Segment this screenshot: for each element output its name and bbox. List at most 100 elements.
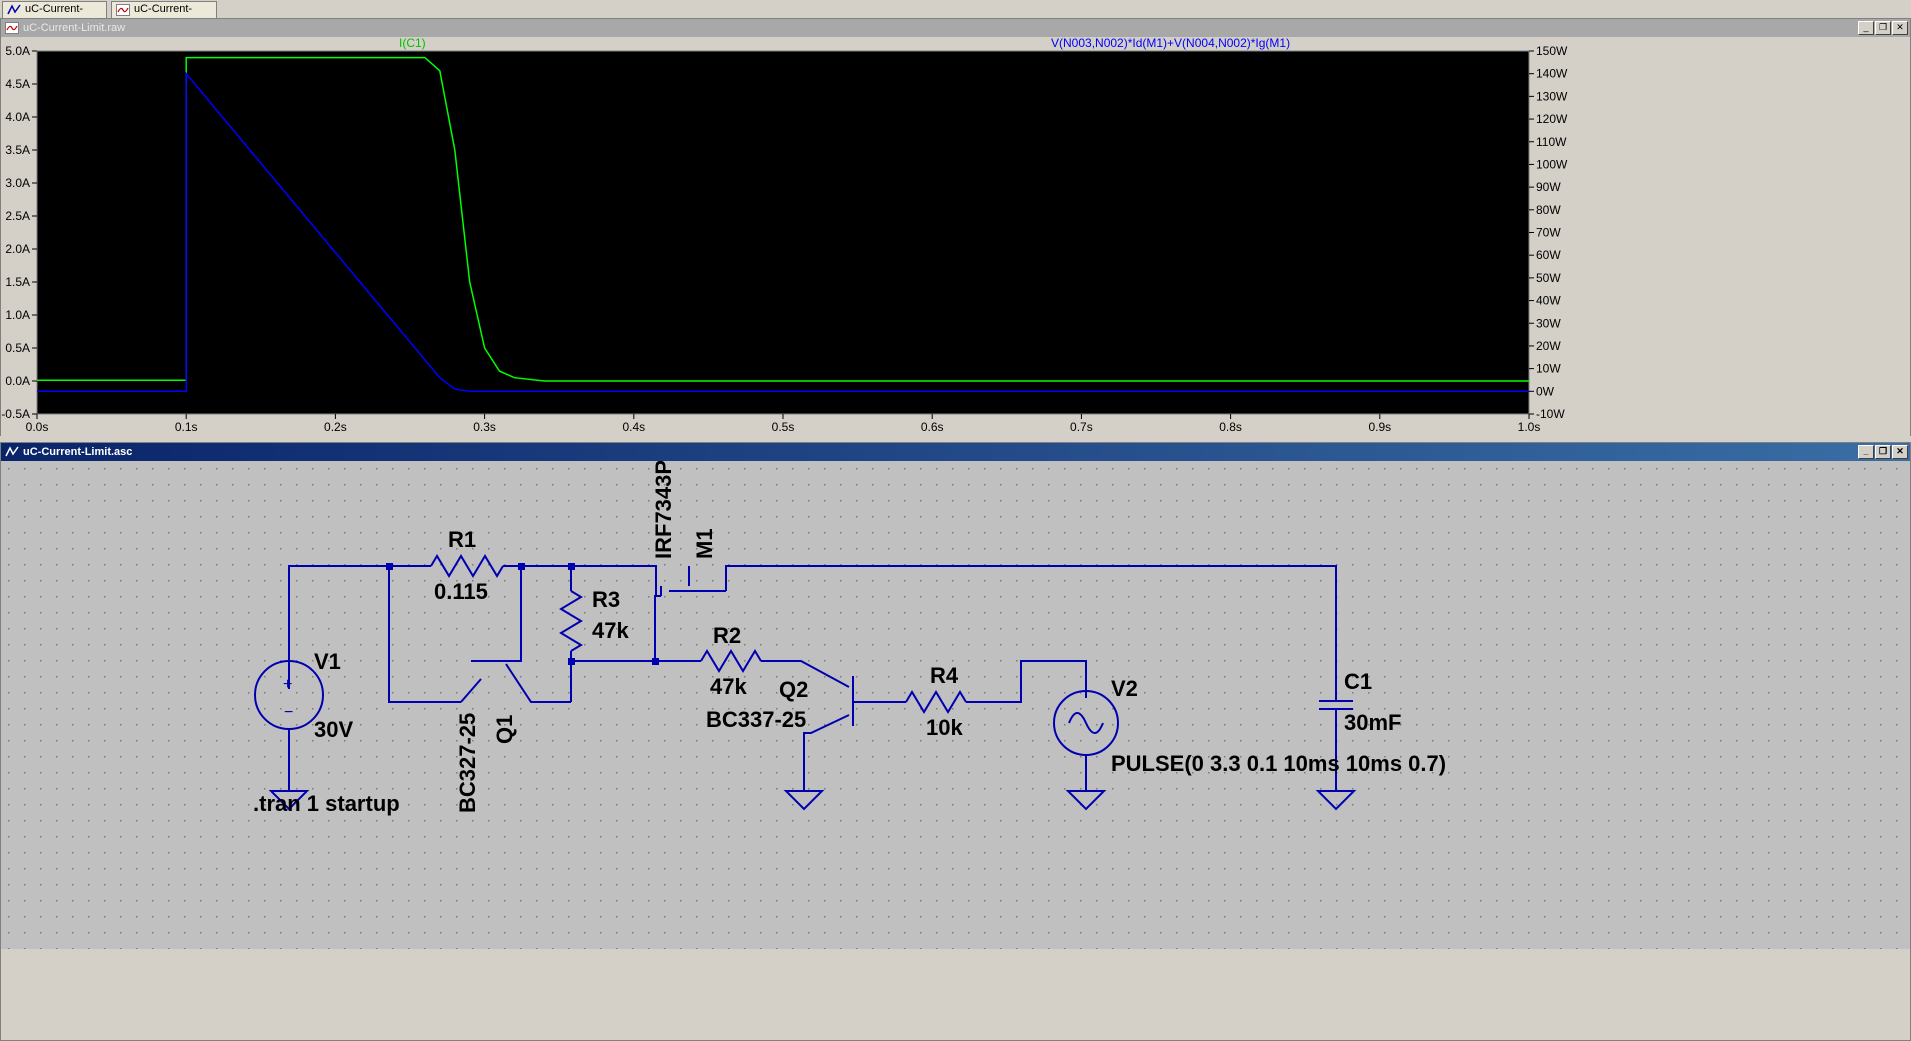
junction [518,563,525,570]
m1-name[interactable]: M1 [692,528,717,559]
y-left-tick-label: 5.0A [5,44,30,58]
m1-drain [725,565,1337,701]
minimize-button[interactable]: _ [1858,21,1874,35]
m1-model[interactable]: IRF7343P [651,461,676,559]
y-right-tick-label: 0W [1536,384,1555,398]
r1-resistor [430,554,504,578]
c1-value[interactable]: 30mF [1344,710,1401,735]
tab-schematic[interactable]: uC-Current-Limit.asc [2,1,107,30]
y-left-tick-label: 1.0A [5,308,30,322]
y-right-tick-label: 130W [1536,89,1568,103]
y-right-tick-label: 150W [1536,44,1568,58]
series-line-power[interactable] [37,71,1529,393]
c1-name[interactable]: C1 [1344,669,1372,694]
y-left-tick-label: 2.5A [5,209,30,223]
q2-model[interactable]: BC337-25 [706,707,806,732]
close-button[interactable]: ✕ [1892,445,1908,459]
waveform-icon [116,4,130,16]
q1-collector [505,663,571,703]
window-title: uC-Current-Limit.asc [23,446,133,458]
tab-waveform[interactable]: uC-Current-Limit.raw [111,1,217,30]
junction [386,563,393,570]
y-left-tick-label: 3.0A [5,176,30,190]
waveform-window-titlebar[interactable]: uC-Current-Limit.raw _ ❐ ✕ [1,19,1910,37]
r2-value[interactable]: 47k [710,674,747,699]
q1-name[interactable]: Q1 [492,715,517,744]
y-left-tick-label: 4.5A [5,77,30,91]
x-tick-label: 0.4s [622,420,645,434]
restore-button[interactable]: ❐ [1875,21,1891,35]
trace-label-power[interactable]: V(N003,N002)*Id(M1)+V(N004,N002)*Ig(M1) [1051,37,1290,50]
r3-resistor [559,590,583,652]
v1-value[interactable]: 30V [314,717,353,742]
y-right-tick-label: 40W [1536,294,1561,308]
schematic-window-titlebar[interactable]: uC-Current-Limit.asc _ ❐ ✕ [1,443,1910,461]
r3-value[interactable]: 47k [592,618,629,643]
junction-dots [386,563,659,665]
r1-value[interactable]: 0.115 [434,579,488,604]
wire [288,565,389,689]
q2-name[interactable]: Q2 [779,677,808,702]
x-tick-label: 0.9s [1368,420,1391,434]
y-right-tick-label: 30W [1536,316,1561,330]
v1-minus-mark: − [284,704,293,721]
close-button[interactable]: ✕ [1892,21,1908,35]
y-left-tick-label: 3.5A [5,143,30,157]
ground-symbol [1315,790,1357,811]
schematic-icon [5,446,19,457]
r1-name[interactable]: R1 [448,527,476,552]
y-right-tick-label: 70W [1536,226,1561,240]
q2-emitter [803,714,850,791]
restore-button[interactable]: ❐ [1875,445,1891,459]
r3-name[interactable]: R3 [592,587,620,612]
y-right-tick-label: 50W [1536,271,1561,285]
schematic-grid [1,461,1910,949]
wire [966,660,1087,703]
v1-plus-mark: + [283,676,292,693]
ground-symbol [268,790,310,811]
r2-resistor [700,649,762,673]
spice-directive[interactable]: .tran 1 startup [253,791,400,816]
window-title: uC-Current-Limit.raw [23,22,126,34]
x-tick-label: 0.5s [772,420,795,434]
y-right-tick-label: 90W [1536,180,1561,194]
r2-name[interactable]: R2 [713,623,741,648]
schematic-window: uC-Current-Limit.asc _ ❐ ✕ [0,442,1911,1041]
y-left-tick-label: 0.0A [5,374,30,388]
y-right-tick-label: 80W [1536,203,1561,217]
junction [652,658,659,665]
x-tick-label: 0.8s [1219,420,1242,434]
r4-value[interactable]: 10k [926,715,963,740]
r4-name[interactable]: R4 [930,663,959,688]
x-tick-label: 1.0s [1518,420,1541,434]
plot-background [36,50,1530,415]
v2-sine [1068,712,1104,734]
v2-name[interactable]: V2 [1111,676,1138,701]
document-tab-strip: uC-Current-Limit.asc uC-Current-Limit.ra… [0,0,1911,30]
v1-name[interactable]: V1 [314,649,341,674]
wire [761,660,850,688]
minimize-button[interactable]: _ [1858,445,1874,459]
trace-label-current[interactable]: I(C1) [399,37,426,50]
x-tick-label: 0.3s [473,420,496,434]
schematic-canvas[interactable]: + − R1 0.115 R3 47k R2 47k R4 10k Q2 BC3… [1,461,1910,949]
schematic-icon [7,4,21,15]
y-right-tick-label: 120W [1536,112,1568,126]
junction [568,658,575,665]
x-tick-label: 0.1s [175,420,198,434]
wire [571,565,657,596]
q1-emitter [460,678,482,703]
y-left-tick-label: 2.0A [5,242,30,256]
x-tick-label: 0.6s [921,420,944,434]
wire [388,566,461,703]
ground-symbol [1065,790,1107,811]
y-left-tick-label: 4.0A [5,110,30,124]
q1-model[interactable]: BC327-25 [455,713,480,813]
y-right-tick-label: 20W [1536,339,1561,353]
y-right-tick-label: 60W [1536,248,1561,262]
r4-resistor [905,690,967,714]
v2-value[interactable]: PULSE(0 3.3 0.1 10ms 10ms 0.7) [1111,751,1446,776]
waveform-icon [5,22,19,34]
y-left-tick-label: -0.5A [1,407,30,421]
